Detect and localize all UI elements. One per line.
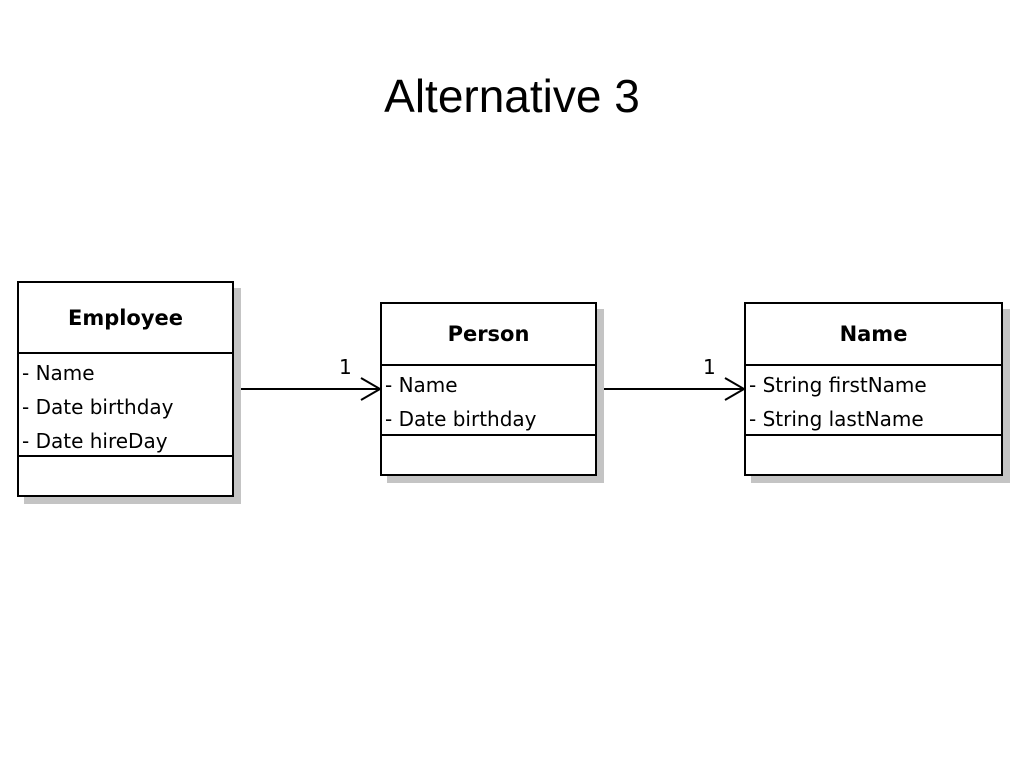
attribute-compartment: - Name - Date birthday - Date hireDay bbox=[19, 354, 232, 457]
attribute: - Date birthday bbox=[385, 407, 537, 431]
attribute: - Name bbox=[385, 373, 458, 397]
operation-compartment bbox=[382, 436, 595, 474]
class-name-box: Name - String firstName - String lastNam… bbox=[744, 302, 1003, 476]
attribute-compartment: - String firstName - String lastName bbox=[746, 366, 1001, 436]
association-person-name: 1 bbox=[597, 355, 746, 401]
attribute: - String lastName bbox=[749, 407, 924, 431]
attribute: - Name bbox=[22, 361, 95, 385]
arrowhead-icon bbox=[360, 377, 382, 401]
class-employee: Employee - Name - Date birthday - Date h… bbox=[17, 281, 234, 497]
association-employee-person: 1 bbox=[234, 355, 382, 401]
class-name: Name bbox=[746, 304, 1001, 366]
attribute: - String firstName bbox=[749, 373, 927, 397]
slide-title: Alternative 3 bbox=[384, 70, 640, 122]
attribute: - Date hireDay bbox=[22, 429, 168, 453]
operation-compartment bbox=[746, 436, 1001, 474]
multiplicity-label: 1 bbox=[703, 355, 716, 379]
multiplicity-label: 1 bbox=[339, 355, 352, 379]
attribute: - Date birthday bbox=[22, 395, 174, 419]
class-name: Employee bbox=[19, 283, 232, 354]
class-name: Person bbox=[382, 304, 595, 366]
arrowhead-icon bbox=[724, 377, 746, 401]
attribute-compartment: - Name - Date birthday bbox=[382, 366, 595, 436]
class-person: Person - Name - Date birthday bbox=[380, 302, 597, 476]
operation-compartment bbox=[19, 457, 232, 495]
